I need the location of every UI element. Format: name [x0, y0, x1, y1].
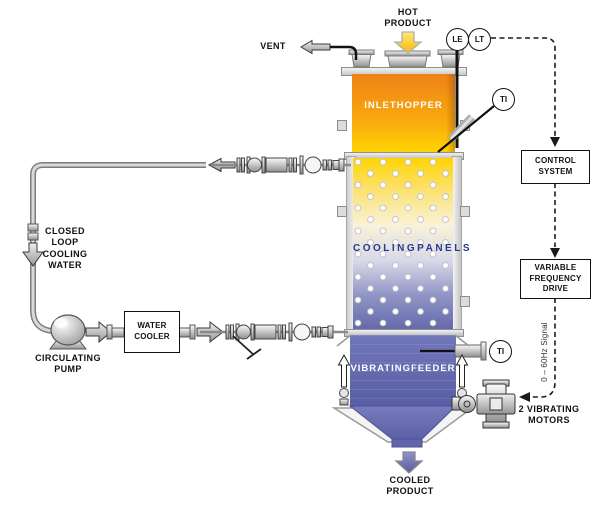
vent-line	[330, 45, 358, 60]
ti-bottom-nozzle	[454, 341, 487, 361]
signal-arrowhead	[519, 392, 530, 402]
vibrating-motor-icon	[451, 379, 516, 429]
hot-product-nozzle	[384, 50, 431, 68]
pipe-coupling	[27, 223, 39, 241]
vibrating-feeder-section: VIBRATINGFEEDER	[350, 335, 456, 408]
hot-product-arrow-icon	[393, 31, 423, 54]
level-nozzle	[437, 49, 464, 68]
circulating-pump-icon	[48, 314, 88, 350]
ti-top-instrument: TI	[492, 88, 515, 111]
vent-arrow-icon	[300, 39, 331, 55]
feeder-shoulders	[336, 334, 470, 347]
cooled-product-arrow-icon	[394, 451, 424, 474]
vfd-box: VARIABLE FREQUENCY DRIVE	[520, 259, 591, 299]
signal-arrowhead	[550, 248, 560, 258]
vent-label: VENT	[260, 41, 286, 51]
hopper-shading	[446, 74, 455, 152]
ti-bottom-instrument: TI	[489, 340, 512, 363]
vessel-lug	[460, 206, 470, 217]
signal-lines	[491, 37, 556, 398]
pump-outlet-arrow-icon	[85, 320, 112, 344]
cooling-panels-section: COOLINGPANELS	[353, 158, 472, 334]
vibrating-feeder-label: VIBRATINGFEEDER	[350, 363, 456, 374]
flow-arrow-down-icon	[22, 242, 44, 267]
vessel-lug	[460, 296, 470, 307]
ti-top-leader	[437, 105, 495, 153]
lower-valve-train	[198, 321, 336, 343]
lt-instrument: LT	[468, 28, 491, 51]
cooling-panels-label: COOLINGPANELS	[353, 243, 472, 254]
vfd-signal-label: 0 – 60Hz Signal	[540, 322, 549, 382]
le-instrument: LE	[446, 28, 469, 51]
discharge-cone	[331, 405, 475, 448]
signal-arrowhead	[550, 137, 560, 147]
drain-branch	[232, 335, 262, 360]
suspension-left	[337, 353, 351, 406]
upper-valve-train	[209, 154, 347, 176]
inlet-hopper-section: INLETHOPPER	[352, 74, 455, 152]
vessel-lug	[337, 206, 347, 217]
vessel-lug	[337, 120, 347, 131]
thermowell-top	[448, 114, 475, 142]
cooling-water-pipe	[30, 162, 206, 334]
inlet-hopper-label: INLETHOPPER	[364, 100, 443, 111]
vent-nozzle	[348, 49, 375, 68]
